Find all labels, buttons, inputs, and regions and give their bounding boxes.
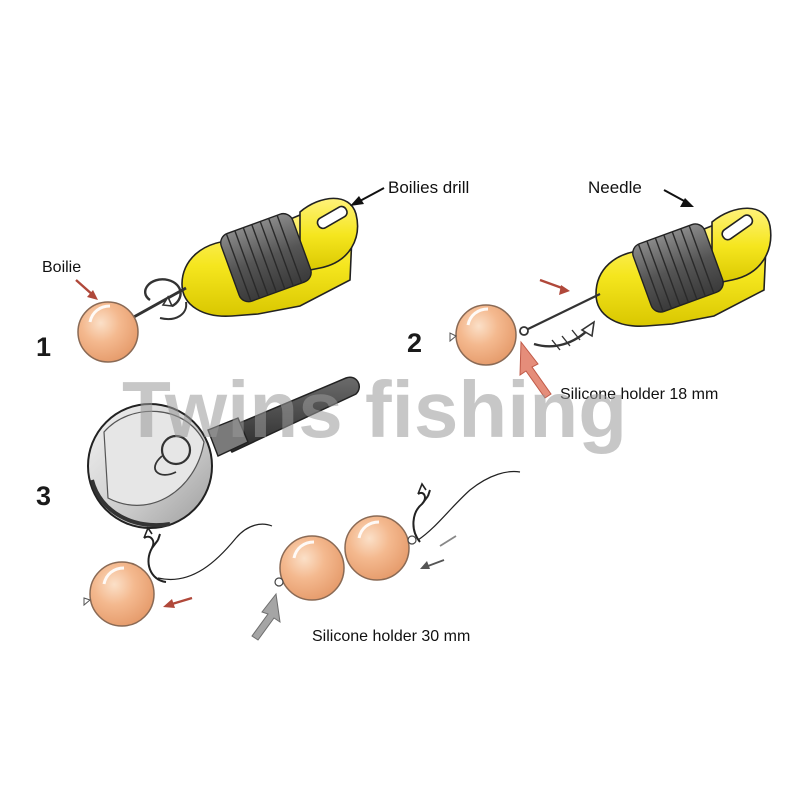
boilie-1-highlight	[88, 304, 111, 323]
drill-shaft	[131, 286, 187, 320]
boilie-4-highlight	[292, 540, 315, 559]
drill-rotation-arrow-head-icon	[161, 295, 174, 307]
ring-tool-collar	[207, 417, 249, 457]
silicone-stop-right	[407, 535, 417, 545]
boilie-2-highlight	[466, 307, 489, 326]
drill-slot	[316, 205, 348, 230]
step-3-group: 3	[36, 376, 521, 645]
boilie-5	[344, 515, 410, 581]
boilie-2-stub	[449, 332, 457, 343]
boilie-4	[279, 535, 345, 601]
double-bait-pointer-arrow-head-icon	[420, 561, 430, 569]
ring-tool-handle	[216, 376, 360, 453]
needle-tool	[519, 207, 772, 351]
label-boilies-drill: Boilies drill	[388, 178, 469, 197]
silicone-18-pointer-arrow	[519, 340, 552, 399]
watermark: Twins fishing	[122, 365, 627, 454]
boilie-3	[89, 561, 155, 627]
drill-rotation-back-icon	[159, 301, 188, 320]
hook-right-barb-icon	[417, 482, 427, 495]
boilie-2	[455, 304, 517, 366]
silicone-30-pointer-arrow	[251, 592, 281, 641]
line-right	[417, 470, 521, 541]
label-silicone-holder-30: Silicone holder 30 mm	[312, 628, 470, 645]
label-silicone-holder-18: Silicone holder 18 mm	[560, 386, 718, 403]
needle-curved-arrow-head-icon	[580, 320, 596, 338]
label-boilie: Boilie	[42, 259, 81, 276]
needle-direction-arrow	[539, 278, 563, 290]
label-needle: Needle	[588, 178, 642, 197]
double-bait-pointer-arrow-2	[439, 535, 457, 547]
needle-hatch-icon	[551, 329, 581, 351]
drill-label-arrow-head-icon	[350, 196, 364, 206]
boilie-3-pointer-arrow-head-icon	[163, 599, 175, 608]
ring-tool-rim-shadow	[90, 479, 171, 528]
boilie-3-highlight	[102, 566, 125, 585]
ring-tool-loop	[160, 434, 192, 466]
needle-curved-arrow-icon	[533, 327, 591, 348]
needle-shaft	[525, 293, 601, 331]
step-2-group: 2	[407, 178, 772, 403]
drill-grip	[220, 212, 312, 303]
boilie-3-stub	[83, 597, 92, 607]
step-1-group: 1 Boilie	[36, 178, 469, 363]
needle-hook-loop	[519, 326, 529, 336]
silicone-stop-left	[274, 577, 284, 587]
hook-left-icon	[143, 533, 167, 583]
ring-tool-bowl-inner	[103, 410, 205, 506]
step-1-number: 1	[36, 332, 51, 362]
hook-left-barb-icon	[143, 526, 153, 539]
boilie-pointer-arrow-head-icon	[87, 290, 98, 300]
step-2-number: 2	[407, 328, 422, 358]
needle-grip	[632, 223, 724, 313]
ring-tool-wire	[154, 455, 177, 476]
drill-rotation-arrow-icon	[144, 278, 182, 308]
line-left	[157, 523, 273, 580]
needle-direction-arrow-head-icon	[559, 285, 570, 295]
drill-label-arrow	[357, 187, 385, 203]
boilies-drill-tool	[126, 197, 359, 321]
needle-label-arrow-head-icon	[680, 198, 694, 207]
double-bait-pointer-arrow	[427, 559, 445, 567]
boilie-3-pointer-arrow	[171, 596, 193, 606]
needle-slot	[721, 214, 754, 241]
boilie-5-highlight	[357, 520, 380, 539]
needle-label-arrow	[663, 189, 687, 203]
boilie-1	[77, 301, 139, 363]
hook-right-icon	[412, 489, 431, 543]
step-3-number: 3	[36, 481, 51, 511]
baiting-ring-tool	[87, 376, 360, 529]
